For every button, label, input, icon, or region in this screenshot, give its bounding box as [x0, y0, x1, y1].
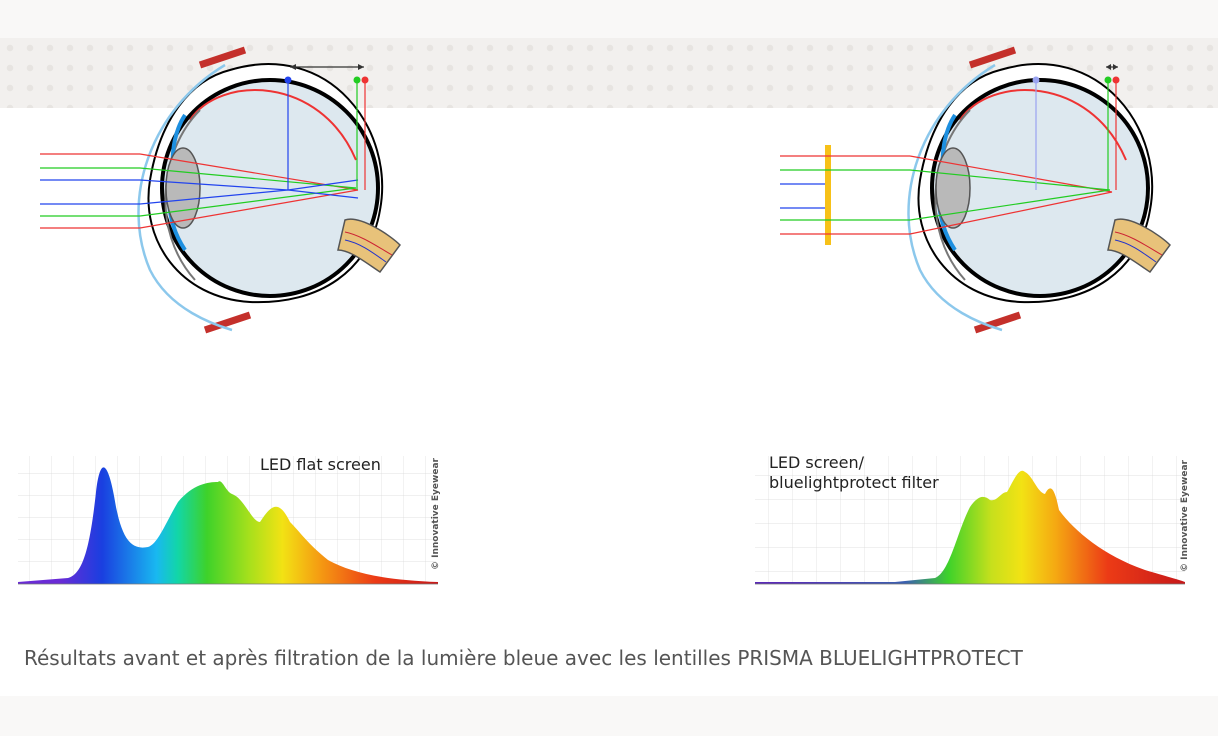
spectrum-chart-after: LED screen/ bluelightprotect filter © In… — [745, 452, 1191, 598]
spectrum-after-title-line1: LED screen/ — [769, 453, 865, 472]
spectrum-before-watermark: © Innovative Eyewear — [431, 457, 441, 570]
eye-diagram-before — [0, 40, 430, 340]
spectrum-before-title: LED flat screen — [260, 455, 381, 474]
eye-diagram-after — [770, 40, 1200, 340]
spectrum-after-title-line2: bluelightprotect filter — [769, 473, 939, 492]
spectrum-chart-before: LED flat screen © Innovative Eyewear — [8, 452, 442, 598]
spectrum-after-watermark: © Innovative Eyewear — [1180, 459, 1190, 572]
figure-caption: Résultats avant et après filtration de l… — [24, 646, 1023, 670]
